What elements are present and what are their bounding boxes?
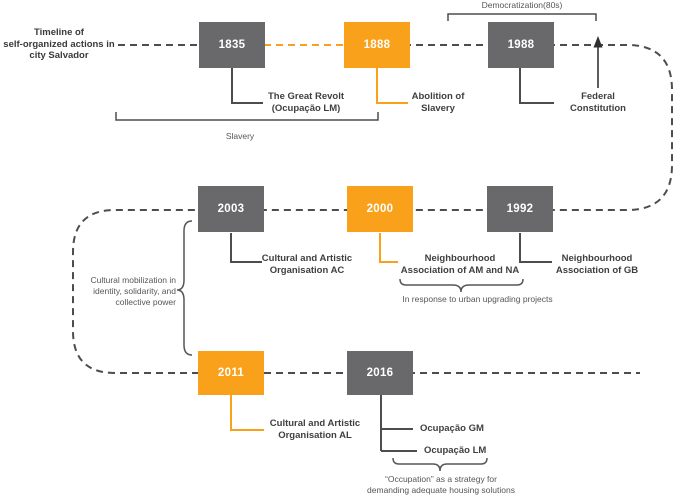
event-label-great-revolt: The Great Revolt (Ocupação LM) bbox=[267, 91, 345, 114]
connector-1835 bbox=[231, 68, 263, 104]
event-label-federal-constitution: Federal Constitution bbox=[570, 91, 626, 114]
event-label-ocupacao-gm: Ocupação GM bbox=[420, 423, 484, 434]
year-label: 2003 bbox=[217, 203, 245, 215]
annotation-slavery: Slavery bbox=[225, 131, 255, 141]
event-label-organisation-al: Cultural and Artistic Organisation AL bbox=[269, 418, 361, 441]
connector-2000 bbox=[379, 233, 398, 263]
year-label: 2011 bbox=[217, 367, 245, 379]
year-box-1888: 1888 bbox=[344, 22, 410, 68]
year-label: 2016 bbox=[366, 367, 394, 379]
connector-1992 bbox=[519, 233, 552, 263]
year-box-1988: 1988 bbox=[488, 22, 554, 68]
annotation-urban-response: In response to urban upgrading projects bbox=[402, 294, 553, 304]
year-label: 1888 bbox=[363, 39, 391, 51]
event-label-abolition: Abolition of Slavery bbox=[411, 91, 465, 114]
connector-2016-branches bbox=[380, 395, 417, 452]
urban-response-brace bbox=[399, 278, 524, 293]
year-box-2011: 2011 bbox=[198, 351, 264, 395]
year-label: 1988 bbox=[507, 39, 535, 51]
connector-1888 bbox=[376, 68, 408, 104]
connector-2003 bbox=[230, 233, 262, 263]
timeline-dash-main-path bbox=[72, 44, 673, 374]
democratization-bracket bbox=[447, 13, 597, 21]
annotation-occupation-strategy: “Occupation” as a strategy for demanding… bbox=[367, 474, 515, 495]
year-box-1835: 1835 bbox=[199, 22, 265, 68]
connector-1988 bbox=[519, 68, 554, 104]
year-label: 1835 bbox=[218, 39, 246, 51]
event-label-association-am-na: Neighbourhood Association of AM and NA bbox=[400, 253, 520, 276]
year-label: 1992 bbox=[506, 203, 534, 215]
event-label-ocupacao-lm: Ocupação LM bbox=[424, 445, 487, 456]
year-box-1992: 1992 bbox=[487, 186, 553, 232]
slavery-bracket bbox=[115, 112, 379, 121]
occupation-brace bbox=[392, 457, 488, 472]
mobilization-brace bbox=[176, 220, 193, 356]
year-box-2003: 2003 bbox=[198, 186, 264, 232]
year-box-2016: 2016 bbox=[347, 351, 413, 395]
connector-2011 bbox=[230, 395, 264, 431]
event-label-organisation-ac: Cultural and Artistic Organisation AC bbox=[261, 253, 353, 276]
year-label: 2000 bbox=[366, 203, 394, 215]
annotation-democratization: Democratization(80s) bbox=[481, 0, 563, 10]
year-box-2000: 2000 bbox=[347, 186, 413, 232]
event-label-association-gb: Neighbourhood Association of GB bbox=[555, 253, 639, 276]
annotation-mobilization: Cultural mobilization in identity, solid… bbox=[90, 275, 176, 307]
diagram-title: Timeline of self-organized actions in ci… bbox=[3, 27, 115, 61]
arrow-up-icon bbox=[593, 36, 603, 48]
